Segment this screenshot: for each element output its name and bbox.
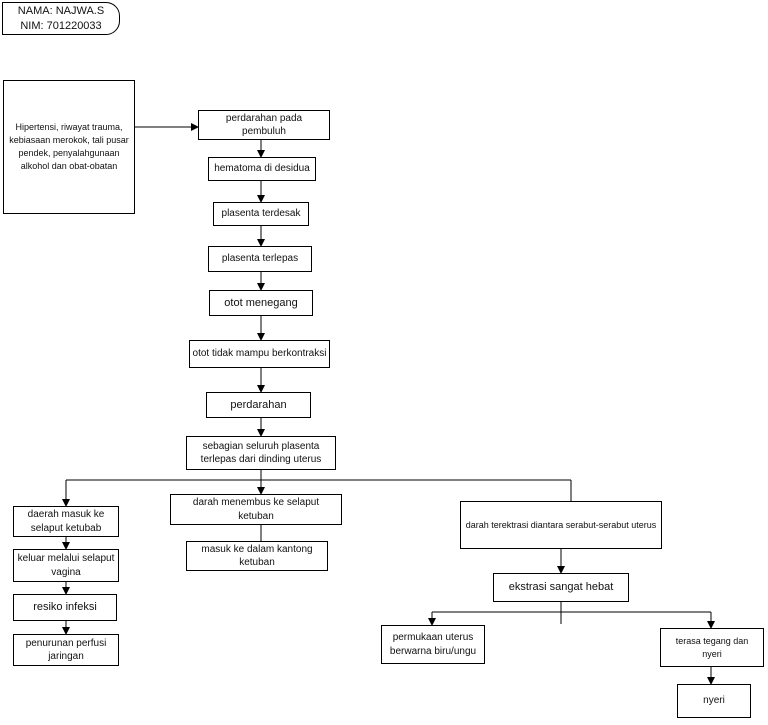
causes-box: Hipertensi, riwayat trauma, kebiasaan me… [3,80,135,214]
node-nyeri: nyeri [677,684,751,718]
student-nim: NIM: 701220033 [20,19,102,32]
node-perdarahan-pembuluh: perdarahan pada pembuluh [198,110,330,140]
node-penurunan-perfusi: penurunan perfusi jaringan [13,634,119,666]
node-otot-menegang: otot menegang [209,290,313,316]
node-permukaan-uterus: permukaan uterus berwarna biru/ungu [381,625,485,664]
node-terasa-tegang: terasa tegang dan nyeri [660,628,764,667]
student-name: NAMA: NAJWA.S [17,5,105,18]
node-keluar-selaput-vagina: keluar melalui selaput vagina [13,549,119,582]
node-plasenta-terdesak: plasenta terdesak [213,202,309,226]
node-darah-menembus: darah menembus ke selaput ketuban [170,494,342,525]
student-info-card: NAMA: NAJWA.S NIM: 701220033 [2,2,120,35]
node-masuk-kantong: masuk ke dalam kantong ketuban [186,541,328,571]
node-daerah-masuk: daerah masuk ke selaput ketubab [13,506,119,537]
node-perdarahan: perdarahan [206,392,311,418]
node-darah-terektrasi: darah terektrasi diantara serabut-serabu… [460,501,662,549]
node-otot-tidak-berkontraksi: otot tidak mampu berkontraksi [189,340,330,368]
node-ekstrasi-hebat: ekstrasi sangat hebat [493,573,629,602]
node-resiko-infeksi: resiko infeksi [13,594,117,621]
node-plasenta-terlepas: plasenta terlepas [208,246,312,272]
node-hematoma: hematoma di desidua [208,157,316,181]
node-plasenta-terlepas-dinding: sebagian seluruh plasenta terlepas dari … [186,436,336,470]
